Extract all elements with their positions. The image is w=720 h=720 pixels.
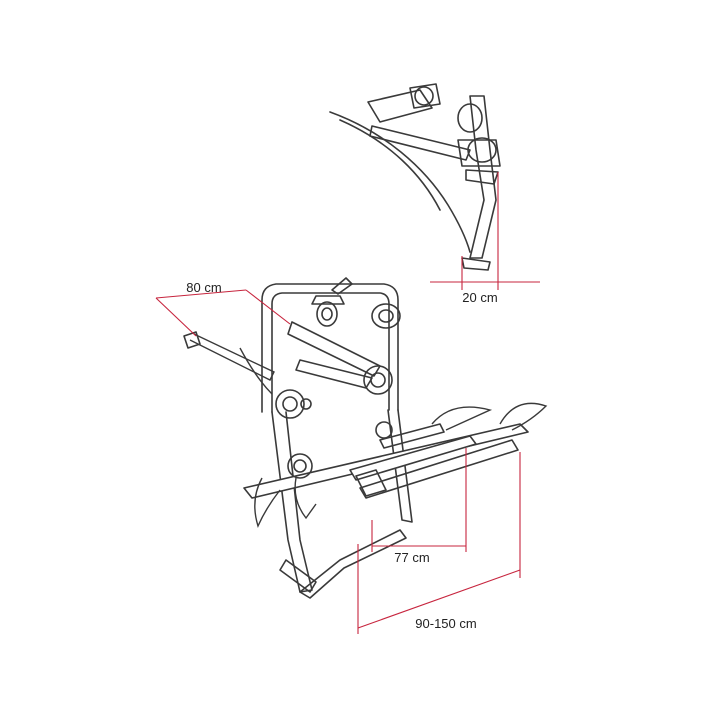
top-u-frame bbox=[261, 283, 399, 413]
top-hook-left bbox=[316, 301, 338, 327]
centre-lock bbox=[375, 421, 393, 439]
top-hook-right bbox=[371, 303, 401, 329]
left-fork-clamp bbox=[287, 453, 313, 479]
dim-80cm-diagonal bbox=[155, 297, 197, 337]
side-view: 20 cm bbox=[329, 83, 540, 305]
lower-frame bbox=[271, 411, 313, 593]
wheel-rail-rear bbox=[349, 435, 477, 481]
left-knob bbox=[275, 389, 305, 419]
dim-77cm-label: 77 cm bbox=[394, 550, 429, 565]
dim-80cm-line bbox=[155, 289, 247, 299]
upper-arm bbox=[287, 321, 381, 377]
dim-80cm-ext bbox=[245, 289, 291, 325]
left-strap bbox=[189, 333, 275, 381]
dim-90-150cm-line bbox=[357, 569, 521, 629]
right-knob bbox=[363, 365, 393, 395]
dim-20cm-label: 20 cm bbox=[462, 290, 497, 305]
side-top-clamp bbox=[414, 86, 434, 106]
dim-80cm-label: 80 cm bbox=[186, 280, 221, 295]
vehicle-rear-outline bbox=[329, 111, 471, 253]
main-rack bbox=[183, 277, 548, 599]
dim-90-150cm-label: 90-150 cm bbox=[415, 616, 476, 631]
wheel-cradle-right-1 bbox=[499, 402, 548, 431]
side-upper-arm bbox=[367, 89, 433, 123]
wheel-cradle-left bbox=[254, 477, 281, 528]
side-vertical-frame bbox=[469, 95, 497, 259]
bottom-foot bbox=[279, 559, 317, 593]
dimension-lines: 80 cm 77 cm 90-150 cm bbox=[155, 280, 521, 634]
wheel-cradle-right-2 bbox=[431, 406, 493, 431]
